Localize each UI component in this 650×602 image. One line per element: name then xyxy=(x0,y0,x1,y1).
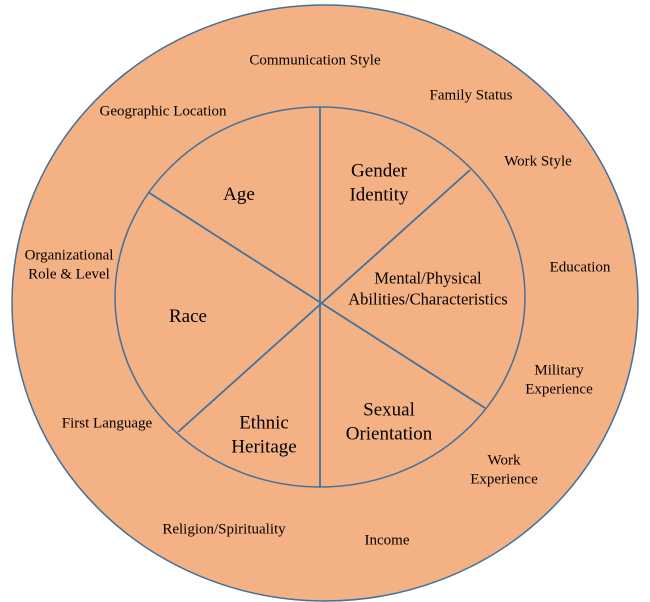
label-religion-spirituality: Religion/Spirituality xyxy=(162,521,286,538)
label-work-style: Work Style xyxy=(504,153,572,170)
label-gender-identity: Gender Identity xyxy=(349,160,409,205)
label-work-experience: Work Experience xyxy=(470,452,538,487)
label-income: Income xyxy=(364,532,410,549)
label-organizational-role: Organizational Role & Level xyxy=(24,247,114,282)
label-family-status: Family Status xyxy=(429,87,513,104)
label-first-language: First Language xyxy=(61,415,153,432)
label-geographic-location: Geographic Location xyxy=(99,103,227,120)
label-abilities: Mental/Physical Abilities/Characteristic… xyxy=(348,268,508,308)
label-ethnic-heritage: Ethnic Heritage xyxy=(231,412,297,457)
divider-line xyxy=(177,169,471,433)
divider-line xyxy=(147,191,486,409)
label-communication-style: Communication Style xyxy=(249,52,381,69)
label-sexual-orientation: Sexual Orientation xyxy=(345,399,433,444)
label-age: Age xyxy=(223,184,255,206)
label-military-experience: Military Experience xyxy=(525,362,593,397)
label-education: Education xyxy=(549,259,611,276)
label-race: Race xyxy=(169,306,207,328)
